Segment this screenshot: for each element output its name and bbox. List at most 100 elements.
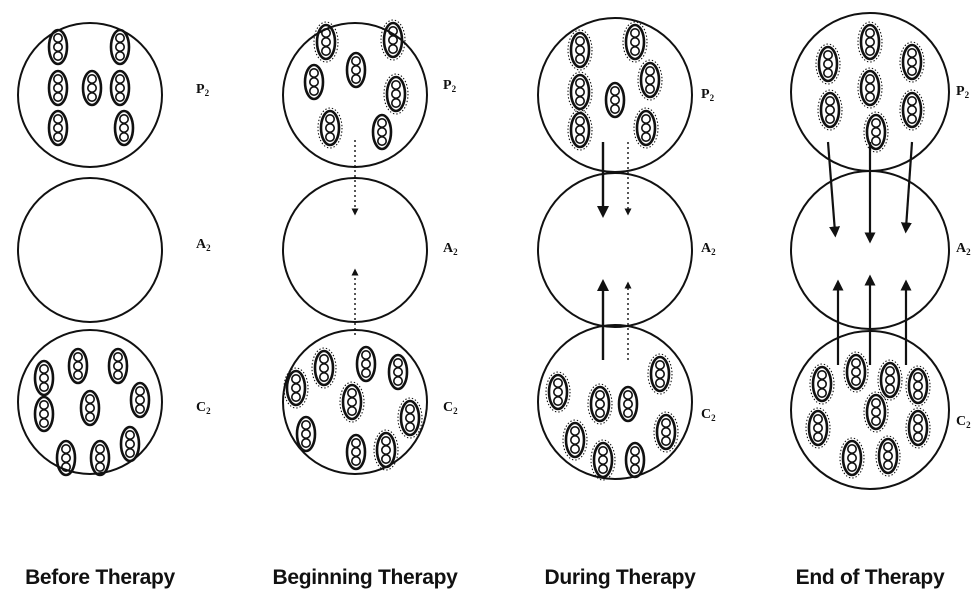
cell-icon [79, 389, 101, 427]
cell-icon [622, 21, 648, 63]
cell-icon [295, 415, 317, 453]
stage-end-of-therapy-arrow-down-right [900, 141, 914, 234]
cell-icon [397, 397, 423, 439]
stage-end-of-therapy-arrow-down-left [826, 141, 841, 238]
stage-before-therapy-p2-label: P2 [196, 82, 210, 98]
cell-icon [857, 67, 883, 109]
cell-icon [633, 107, 659, 149]
cell-icon [33, 395, 55, 433]
stage-before-therapy-a2-circle [17, 177, 163, 323]
cell-icon [113, 109, 135, 147]
stage-end-of-therapy-p2-label: P2 [956, 84, 970, 100]
stage-during-therapy-c2-circle [537, 324, 693, 480]
stage-beginning-therapy-a2-label: A2 [443, 241, 458, 257]
stage-before-therapy-p2-circle [17, 22, 163, 168]
stage-end-of-therapy-c2-cells [805, 351, 931, 479]
cell-icon [617, 385, 639, 423]
cell-icon [355, 345, 377, 383]
cell-icon [875, 435, 901, 477]
cell-icon [47, 69, 69, 107]
cell-icon [899, 89, 925, 131]
stage-beginning-therapy-c2-label: C2 [443, 400, 458, 416]
cell-icon [877, 359, 903, 401]
cell-icon [637, 59, 663, 101]
cell-icon [109, 28, 131, 66]
cell-icon [33, 359, 55, 397]
cell-icon [55, 439, 77, 477]
cell-icon [899, 41, 925, 83]
cell-icon [345, 51, 367, 89]
stage-beginning-therapy: P2 A2 C2 [282, 19, 458, 475]
stage-beginning-therapy-a2-circle [282, 177, 428, 323]
stage-end-of-therapy: P2 A2 C2 [790, 12, 971, 490]
cell-icon [815, 43, 841, 85]
stage-before-therapy-a2-label: A2 [196, 237, 211, 253]
stage-during-therapy-c2-label: C2 [701, 407, 716, 423]
cell-icon [383, 73, 409, 115]
stage-beginning-therapy-p2-label: P2 [443, 78, 457, 94]
cell-icon [339, 381, 365, 423]
stage-beginning-therapy-p2-cells [303, 19, 409, 151]
cell-icon [562, 419, 588, 461]
cell-icon [653, 411, 679, 453]
cell-icon [604, 81, 626, 119]
stage-end-of-therapy-a2-label: A2 [956, 241, 971, 257]
cell-icon [624, 441, 646, 479]
cell-icon [313, 21, 339, 63]
stage-title-beginning-therapy: Beginning Therapy [272, 566, 458, 589]
stage-before-therapy-c2-label: C2 [196, 400, 211, 416]
cell-icon [843, 351, 869, 393]
cell-icon [119, 425, 141, 463]
cell-icon [371, 113, 393, 151]
stage-end-of-therapy-p2-cells [815, 21, 925, 153]
cell-icon [817, 89, 843, 131]
cell-icon [89, 439, 111, 477]
cell-icon [387, 353, 409, 391]
cell-icon [129, 381, 151, 419]
cell-icon [905, 365, 931, 407]
cell-icon [67, 347, 89, 385]
cell-icon [81, 69, 103, 107]
stage-before-therapy: P2 A2 C2 [17, 22, 211, 477]
stage-title-during-therapy: During Therapy [544, 566, 696, 589]
stage-title-end-of-therapy: End of Therapy [795, 566, 945, 589]
stage-before-therapy-p2-cells [47, 28, 135, 147]
cell-icon [545, 371, 571, 413]
stage-during-therapy-p2-label: P2 [701, 87, 715, 103]
stage-end-of-therapy-c2-label: C2 [956, 414, 971, 430]
cell-icon [303, 63, 325, 101]
cell-icon [863, 111, 889, 153]
stage-during-therapy-a2-circle [537, 172, 693, 328]
cell-icon [863, 391, 889, 433]
cell-icon [839, 437, 865, 479]
cell-icon [47, 109, 69, 147]
cell-icon [567, 29, 593, 71]
cell-icon [283, 367, 309, 409]
cell-icon [317, 107, 343, 149]
cell-icon [47, 28, 69, 66]
stage-before-therapy-c2-circle [17, 329, 163, 475]
cell-icon [380, 19, 406, 61]
cell-icon [345, 433, 367, 471]
cell-icon [109, 69, 131, 107]
stage-beginning-therapy-c2-cells [283, 345, 423, 471]
cell-icon [587, 383, 613, 425]
stage-title-before-therapy: Before Therapy [25, 566, 175, 589]
stage-during-therapy: P2 A2 C2 [537, 17, 716, 481]
cell-icon [567, 109, 593, 151]
cell-icon [805, 407, 831, 449]
cell-icon [107, 347, 129, 385]
cell-icon [311, 347, 337, 389]
cell-icon [647, 353, 673, 395]
stage-during-therapy-a2-label: A2 [701, 241, 716, 257]
cell-icon [905, 407, 931, 449]
cell-icon [373, 429, 399, 471]
cell-icon [567, 71, 593, 113]
cell-icon [809, 363, 835, 405]
cell-icon [590, 439, 616, 481]
stage-during-therapy-c2-cells [545, 353, 679, 481]
cell-icon [857, 21, 883, 63]
stage-before-therapy-c2-cells [33, 347, 151, 477]
stage-during-therapy-p2-cells [567, 21, 663, 151]
